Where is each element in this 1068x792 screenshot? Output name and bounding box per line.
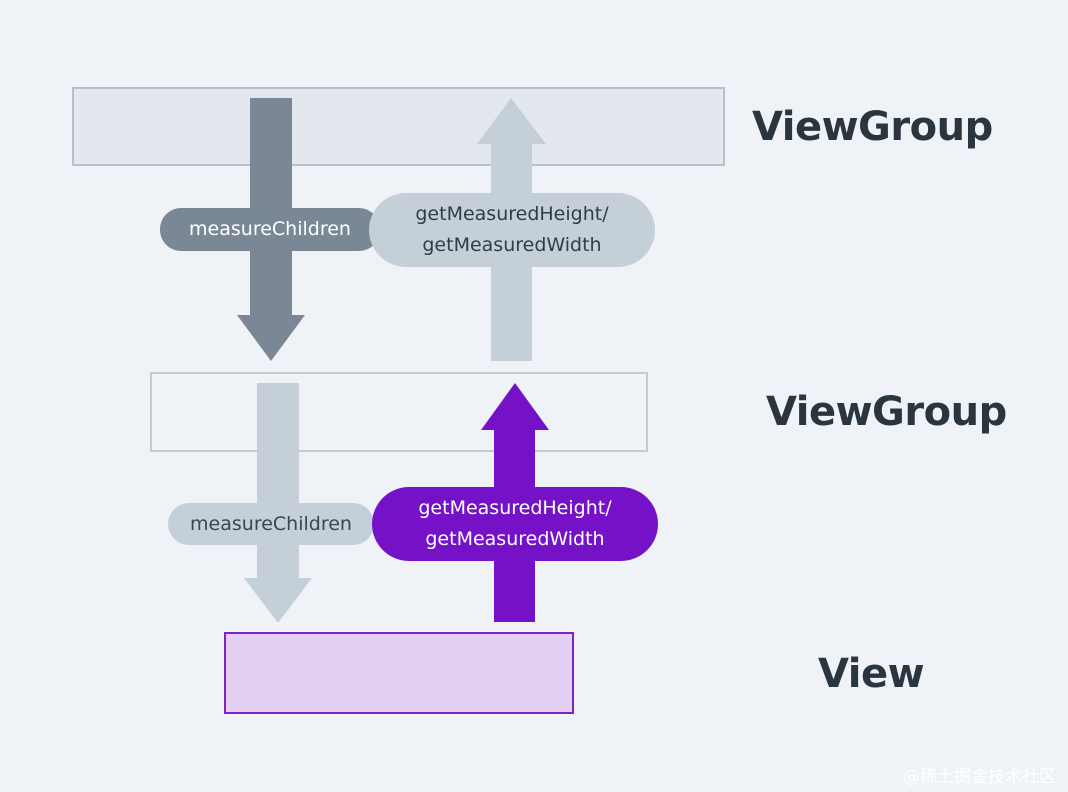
view-label: View: [818, 651, 925, 697]
get-measured-height-label-lower: getMeasuredHeight/: [418, 497, 612, 519]
measure-children-pill-upper: measureChildren: [160, 208, 380, 251]
watermark: @稀土掘金技术社区: [903, 767, 1056, 787]
measure-children-label-lower: measureChildren: [190, 512, 352, 535]
view-box: [224, 632, 574, 714]
measure-children-label-upper: measureChildren: [189, 218, 351, 240]
get-measured-pill-lower: getMeasuredHeight/ getMeasuredWidth: [372, 487, 658, 561]
get-measured-height-label-upper: getMeasuredHeight/: [415, 203, 609, 225]
viewgroup-top-label: ViewGroup: [752, 104, 993, 150]
viewgroup-middle-label: ViewGroup: [766, 389, 1007, 435]
viewgroup-middle-box: [150, 372, 648, 452]
viewgroup-top-box: [72, 87, 725, 166]
measure-children-pill-lower: measureChildren: [168, 503, 374, 545]
get-measured-width-label-upper: getMeasuredWidth: [422, 234, 602, 256]
get-measured-pill-upper: getMeasuredHeight/ getMeasuredWidth: [369, 193, 655, 267]
get-measured-width-label-lower: getMeasuredWidth: [425, 528, 605, 550]
